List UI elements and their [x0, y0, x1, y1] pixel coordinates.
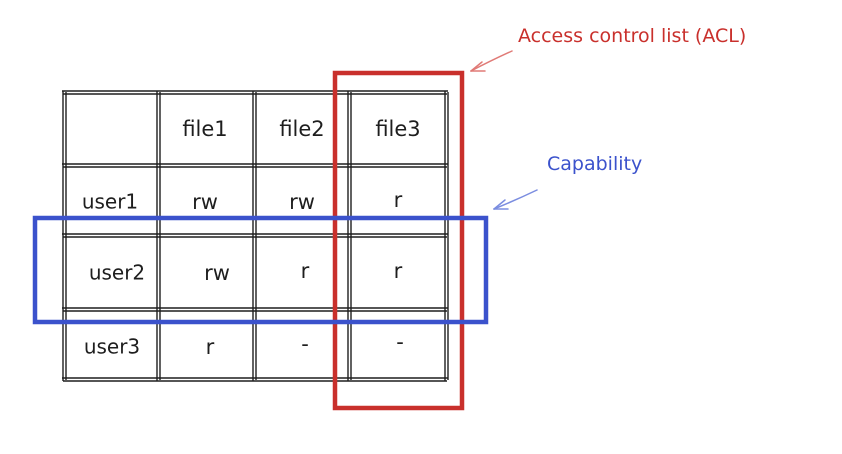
cell-user2-file1: rw [204, 261, 230, 285]
capability-highlight-box [32, 215, 489, 325]
acl-arrow-icon [470, 50, 513, 72]
cell-user1-file1: rw [192, 190, 218, 214]
header-file3: file3 [375, 117, 420, 141]
row-label-user3: user3 [84, 335, 140, 359]
header-file2: file2 [279, 117, 324, 141]
row-label-user2: user2 [89, 261, 145, 285]
acl-highlight-box [332, 70, 465, 411]
capability-label: Capability [547, 153, 642, 175]
acl-label: Access control list (ACL) [518, 25, 746, 47]
table-grid [62, 90, 449, 382]
capability-arrow-icon [493, 189, 538, 210]
cell-user2-file2: r [301, 259, 310, 283]
cell-user1-file2: rw [289, 190, 315, 214]
cell-user3-file2: - [301, 332, 309, 356]
cell-user3-file1: r [206, 335, 215, 359]
cell-user3-file3: - [396, 330, 404, 354]
header-file1: file1 [182, 117, 227, 141]
cell-user1-file3: r [394, 188, 403, 212]
row-label-user1: user1 [82, 190, 138, 214]
cell-user2-file3: r [394, 259, 403, 283]
